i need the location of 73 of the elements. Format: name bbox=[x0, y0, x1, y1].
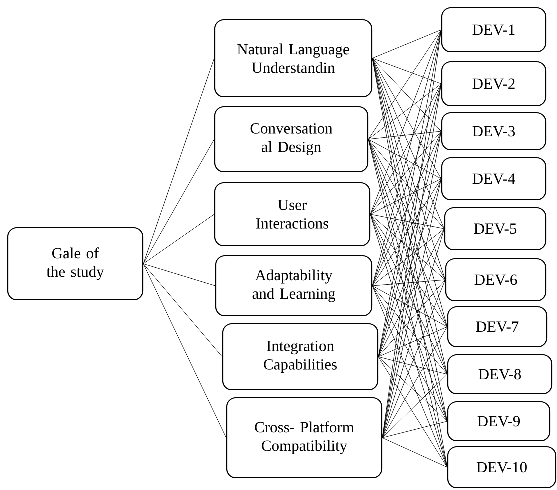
criterion-box: Conversation al Design bbox=[214, 106, 369, 173]
connector-line bbox=[372, 286, 448, 422]
connector-line bbox=[372, 286, 448, 328]
connector-line bbox=[372, 84, 442, 286]
connector-line bbox=[372, 58, 446, 280]
connector-line bbox=[370, 214, 445, 230]
connector-line bbox=[378, 178, 442, 358]
connector-line bbox=[143, 264, 227, 438]
connector-line bbox=[378, 30, 442, 358]
connector-line bbox=[143, 214, 215, 264]
connector-line bbox=[143, 264, 223, 358]
connector-line bbox=[382, 326, 448, 438]
criterion-box: Natural Language Understandin bbox=[214, 19, 373, 98]
connector-line bbox=[143, 58, 215, 264]
connector-line bbox=[370, 214, 448, 422]
device-box: DEV-5 bbox=[444, 207, 547, 251]
connector-line bbox=[370, 30, 442, 215]
device-box: DEV-7 bbox=[447, 306, 548, 348]
connector-line bbox=[372, 286, 448, 375]
criterion-box: Integration Capabilities bbox=[222, 323, 379, 391]
connector-line bbox=[370, 214, 448, 328]
connector-line bbox=[143, 139, 215, 264]
connector-line bbox=[372, 58, 442, 180]
device-box: DEV-9 bbox=[447, 401, 551, 442]
connector-line bbox=[372, 178, 442, 286]
connector-line bbox=[382, 228, 445, 438]
connector-line bbox=[368, 84, 442, 140]
device-box: DEV-8 bbox=[447, 354, 553, 395]
connector-line bbox=[372, 58, 442, 84]
connector-line bbox=[368, 139, 442, 180]
connector-line bbox=[378, 356, 448, 375]
connector-line bbox=[382, 438, 448, 468]
connector-line bbox=[372, 58, 442, 132]
connector-line bbox=[368, 139, 445, 230]
connector-line bbox=[372, 280, 446, 286]
connector-line bbox=[368, 139, 448, 375]
connector-line bbox=[372, 30, 442, 59]
connector-line bbox=[378, 84, 442, 358]
connector-line bbox=[368, 131, 442, 140]
connector-line bbox=[378, 356, 448, 422]
criterion-box: User Interactions bbox=[214, 182, 371, 247]
connector-line bbox=[370, 214, 448, 375]
device-box: DEV-1 bbox=[441, 7, 547, 53]
connector-line bbox=[378, 280, 446, 358]
connector-line bbox=[378, 326, 448, 358]
criterion-box: Adaptability and Learning bbox=[215, 255, 373, 317]
device-box: DEV-6 bbox=[445, 258, 547, 302]
connector-line bbox=[368, 139, 448, 328]
connector-line bbox=[370, 214, 448, 468]
connector-line bbox=[378, 356, 448, 468]
connector-line bbox=[378, 131, 442, 358]
goal-box: Gale of the study bbox=[7, 227, 144, 301]
connector-line bbox=[378, 228, 445, 358]
connector-line bbox=[143, 264, 216, 286]
connector-line bbox=[382, 421, 448, 438]
connector-line bbox=[368, 30, 442, 140]
connector-line bbox=[368, 139, 446, 280]
connector-line bbox=[372, 131, 442, 286]
connector-line bbox=[370, 131, 442, 215]
device-box: DEV-4 bbox=[441, 157, 547, 201]
connector-line bbox=[382, 280, 446, 438]
connector-line bbox=[372, 286, 448, 468]
connector-line bbox=[372, 58, 445, 230]
connector-line bbox=[370, 214, 446, 280]
device-box: DEV-10 bbox=[447, 446, 557, 489]
device-box: DEV-3 bbox=[441, 112, 547, 151]
criterion-box: Cross- Platform Compatibility bbox=[226, 397, 383, 479]
connector-line bbox=[382, 374, 448, 438]
connector-line bbox=[370, 178, 442, 215]
device-box: DEV-2 bbox=[441, 61, 547, 107]
connector-line bbox=[372, 228, 445, 286]
connector-line bbox=[370, 84, 442, 215]
connector-line bbox=[372, 30, 442, 286]
